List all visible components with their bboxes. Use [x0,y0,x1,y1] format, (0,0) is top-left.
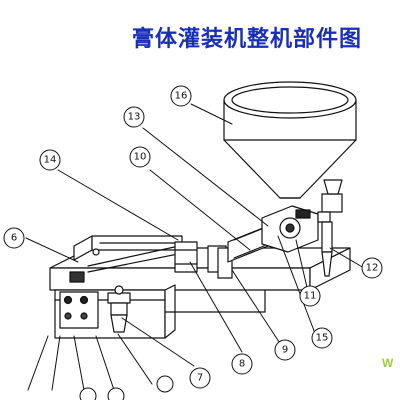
machine-base [49,247,351,339]
callout-16: 16 [175,91,188,102]
callout-circle-14 [39,149,61,171]
solenoid-valve [317,179,343,223]
callout-circle-partial-b [79,387,97,400]
callout-15: 15 [316,333,329,344]
callout-circle-10 [129,146,151,168]
callout-8: 8 [239,359,245,370]
callout-circle-16 [170,85,192,107]
callout-circle-partial-a [156,375,174,393]
callout-circle-12 [361,257,383,279]
connector-block [174,241,233,279]
callout-12: 12 [366,263,379,274]
callout-6: 6 [11,233,17,244]
callout-circle-9 [274,339,296,361]
diagram-title: 膏体灌装机整机部件图 [132,27,363,52]
control-panel [59,271,99,329]
filling-nozzle [321,221,333,277]
callout-circle-15 [311,327,333,349]
callout-10: 10 [134,152,147,163]
callout-circle-6 [3,227,25,249]
callout-circle-11 [299,285,321,307]
callout-11: 11 [304,291,317,302]
leader-lines [25,103,365,391]
valve-body [261,205,319,253]
callout-labels: 6 7 8 9 10 11 12 13 14 15 16 [11,91,379,384]
callout-9: 9 [282,345,288,356]
callout-circle-7 [189,367,211,389]
callout-circle-partial-c [107,387,125,400]
callout-circle-8 [231,353,253,375]
callout-circle-13 [123,106,145,128]
callout-7: 7 [197,373,203,384]
callout-14: 14 [44,155,57,166]
callout-13: 13 [128,112,141,123]
pneumatic-cylinder [73,235,183,261]
watermark-text: W [382,356,394,370]
hopper [223,81,357,199]
callout-circles [3,85,383,400]
tie-rods [87,243,189,273]
